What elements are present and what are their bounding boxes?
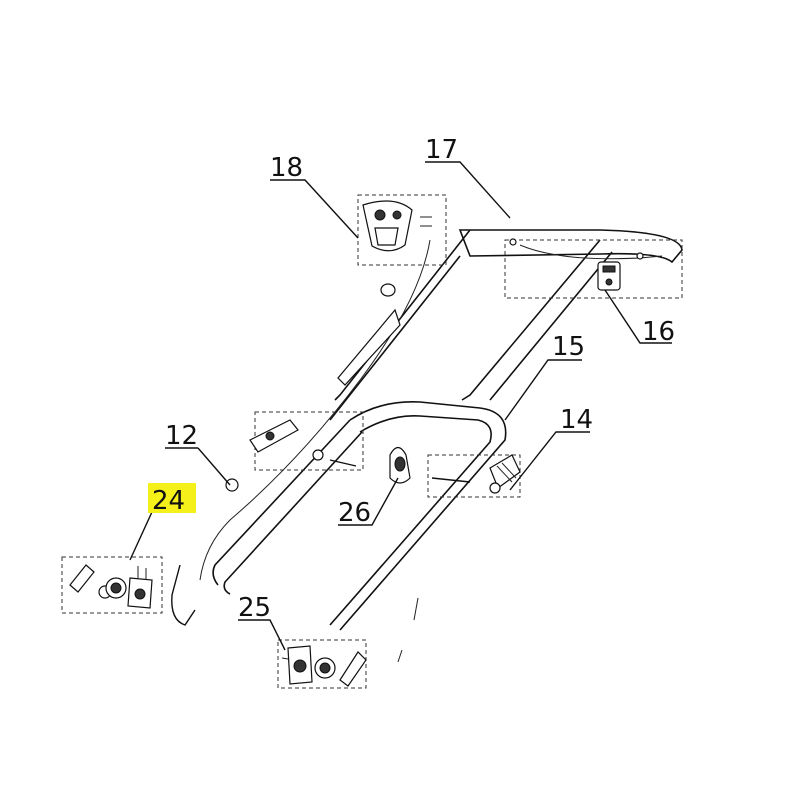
washer bbox=[312, 449, 324, 461]
callout-24-highlight bbox=[148, 483, 196, 513]
handle-nut bbox=[380, 283, 396, 297]
faint-mark bbox=[413, 597, 419, 621]
part-26-cable-clip bbox=[389, 446, 411, 484]
part-24-cam-assembly bbox=[105, 577, 153, 609]
part-14-knob bbox=[489, 454, 521, 489]
part-25-lever bbox=[339, 651, 367, 687]
part-24-lever bbox=[69, 564, 95, 593]
leader-24 bbox=[129, 511, 190, 561]
callout-24: 24 bbox=[152, 486, 185, 516]
leader-14 bbox=[509, 431, 590, 491]
part-25-cam-assembly bbox=[287, 645, 336, 685]
part-16-box bbox=[504, 239, 683, 299]
leader-18 bbox=[270, 179, 359, 239]
leader-26 bbox=[338, 477, 399, 526]
leader-12 bbox=[165, 447, 231, 486]
part-12-knob bbox=[249, 419, 299, 453]
part-24-box bbox=[61, 556, 163, 614]
callout-17: 17 bbox=[425, 135, 458, 165]
callout-16: 16 bbox=[642, 317, 675, 347]
callout-14: 14 bbox=[560, 405, 593, 435]
lower-handle-bar bbox=[212, 401, 507, 631]
callout-26: 26 bbox=[338, 498, 371, 528]
callout-18: 18 bbox=[270, 153, 303, 183]
part-16-cable bbox=[519, 244, 663, 260]
part-18-box bbox=[357, 194, 447, 266]
handle-hook bbox=[171, 564, 196, 626]
part-12-nut bbox=[225, 478, 239, 492]
leader-17 bbox=[425, 161, 511, 219]
part-18-lever-housing bbox=[362, 200, 413, 252]
handle-clamp bbox=[337, 308, 401, 386]
faint-mark bbox=[397, 649, 403, 663]
part-25-box bbox=[277, 639, 367, 689]
callout-15: 15 bbox=[552, 332, 585, 362]
part-18-screws bbox=[420, 216, 432, 227]
leader-16 bbox=[604, 289, 672, 344]
part-16-switch-box bbox=[597, 261, 621, 291]
control-cable bbox=[199, 239, 431, 581]
upper-handle-bar bbox=[329, 229, 683, 421]
callout-25: 25 bbox=[238, 593, 271, 623]
bolt bbox=[329, 459, 357, 467]
part-14-bolt bbox=[431, 477, 471, 483]
leader-15 bbox=[504, 359, 582, 421]
leader-25 bbox=[238, 619, 286, 651]
callout-12: 12 bbox=[165, 421, 198, 451]
part-14-box bbox=[427, 454, 521, 498]
